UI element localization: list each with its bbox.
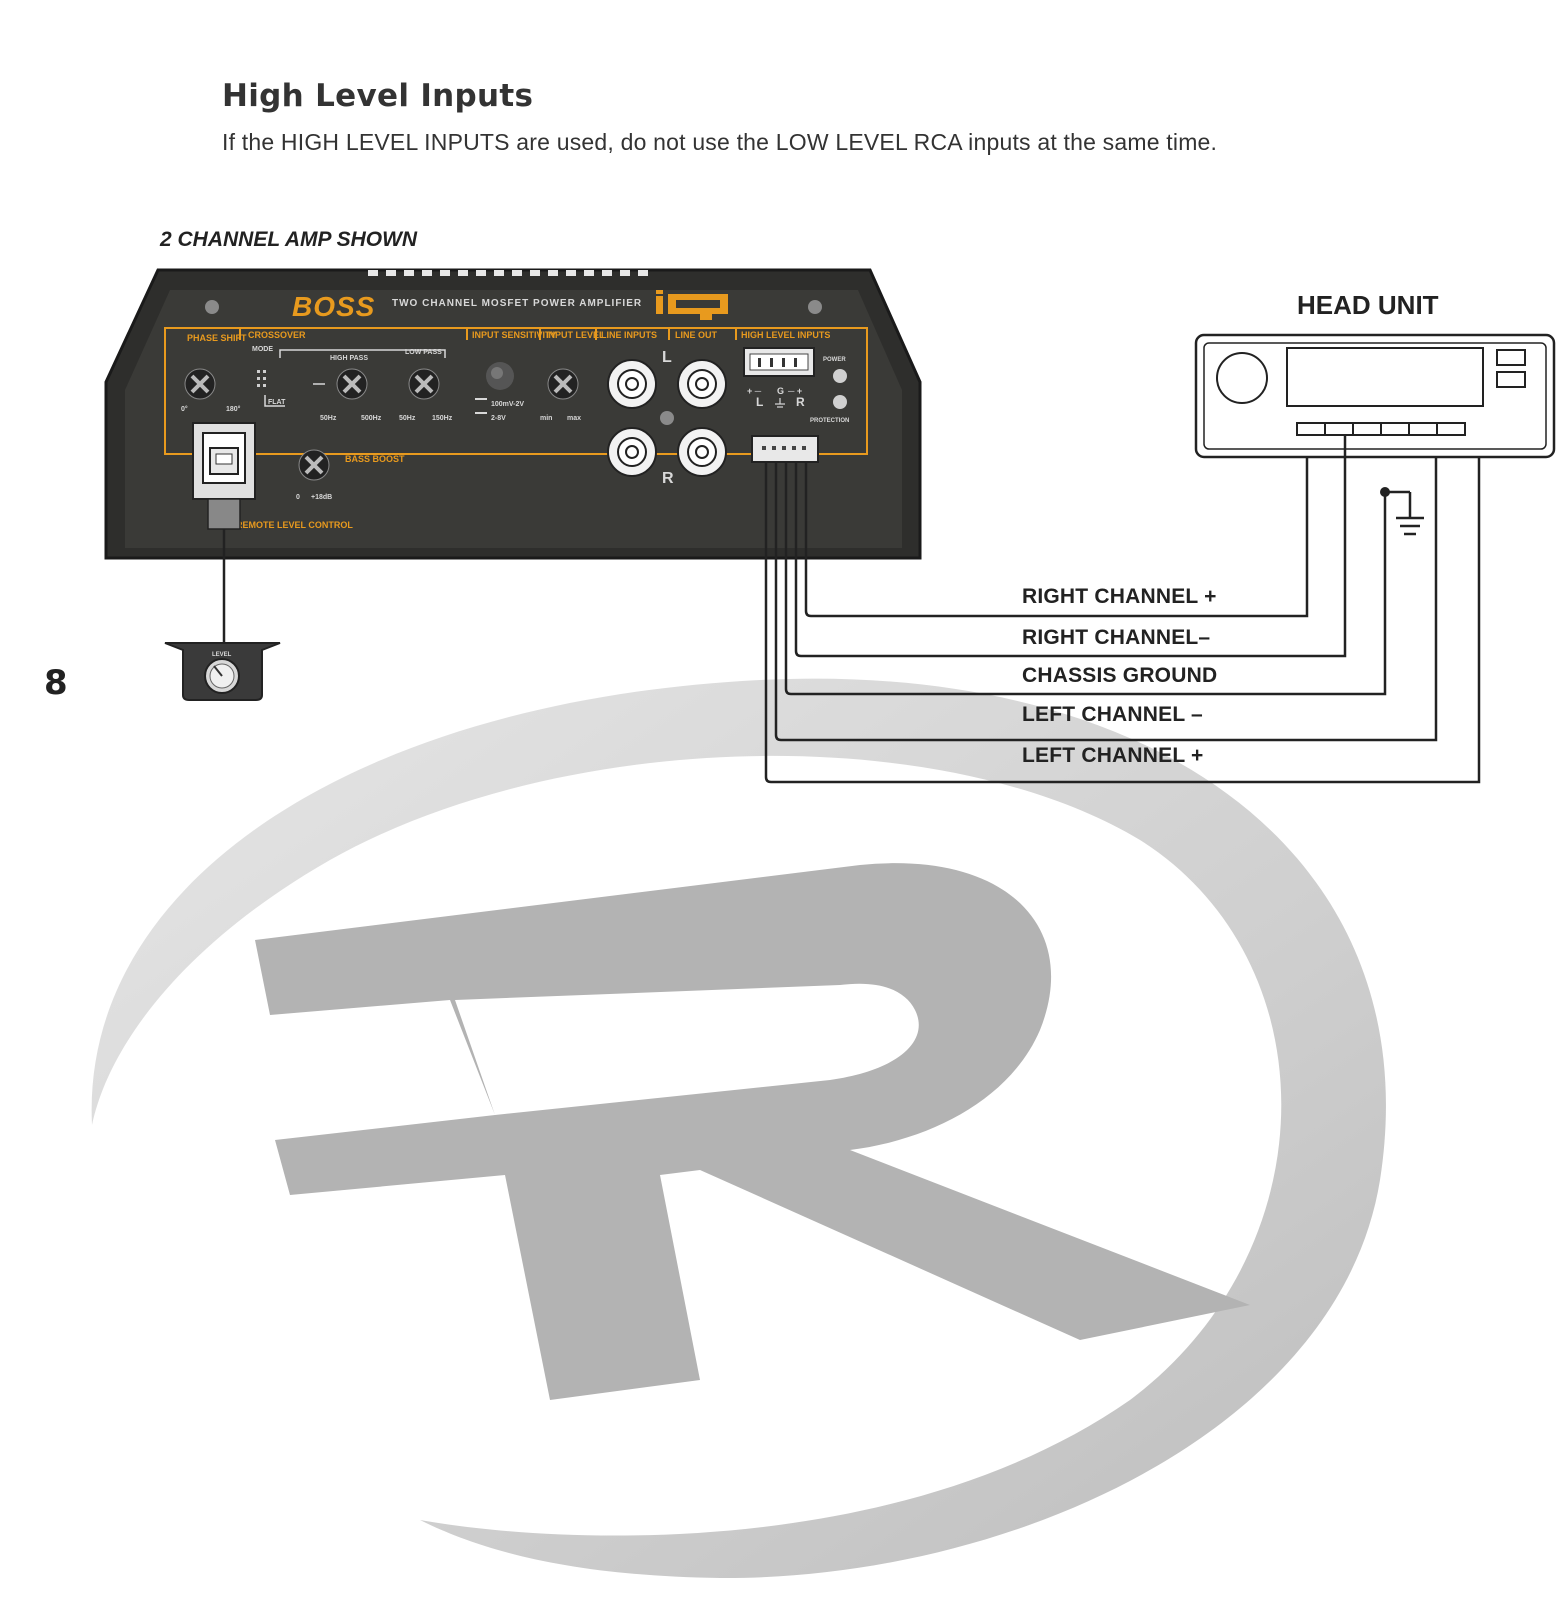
page-number: 8 [44,663,68,703]
head-unit-display [1286,347,1484,407]
hli-right-label: R [796,395,805,409]
label-low-pass: LOW PASS [405,349,442,356]
head-unit-button[interactable] [1496,349,1526,366]
remote-level-jack[interactable] [192,422,256,530]
rca-line-input-right[interactable] [607,427,657,477]
wire-junction-dot [1380,487,1390,497]
high-level-input-connector[interactable] [743,347,815,377]
amp-model-text: TWO CHANNEL MOSFET POWER AMPLIFIER [392,298,642,309]
wire-label-left-minus: LEFT CHANNEL – [1022,703,1203,726]
screw-icon [205,300,219,314]
iq-logo-icon [656,290,728,320]
screw-icon [808,300,822,314]
power-led-icon [833,369,847,383]
scale-phase-0: 0° [181,405,188,413]
scale-level-max: max [567,415,581,422]
chassis-ground-icon [1396,516,1424,536]
svg-text:─ +: ─ + [787,386,802,396]
bass-boost-knob[interactable] [298,449,330,481]
label-mode: MODE [252,346,273,353]
phase-shift-knob[interactable] [184,368,216,400]
wire-chassis-ground [784,492,1387,696]
wire-label-right-minus: RIGHT CHANNEL– [1022,626,1211,649]
amp-brand-logo: BOSS [292,291,375,322]
scale-hp-50: 50Hz [320,415,337,422]
screw-icon [660,411,674,425]
scale-sens-low: 100mV-2V [491,401,524,408]
rca-right-label: R [662,470,674,487]
low-pass-knob[interactable] [408,368,440,400]
mode-switch[interactable] [257,370,266,387]
input-level-knob[interactable] [547,368,579,400]
scale-phase-180: 180° [226,405,241,413]
label-flat: FLAT [268,399,286,406]
remote-level-control[interactable]: LEVEL [164,642,281,701]
svg-text:+ ─: + ─ [747,386,762,396]
control-panel [164,327,868,455]
label-input-level: INPUT LEVEL [546,330,605,340]
wire-right-plus [804,457,1309,618]
wire-left-plus [764,457,1481,784]
head-unit-button[interactable] [1496,371,1526,388]
input-sensitivity-knob[interactable] [486,362,514,390]
high-level-plug [751,435,819,463]
amplifier: BOSS TWO CHANNEL MOSFET POWER AMPLIFIER … [104,268,922,560]
scale-hp-500: 500Hz [361,415,382,422]
remote-level-label: LEVEL [212,652,232,658]
wire-left-minus [774,457,1438,742]
wire-label-right-plus: RIGHT CHANNEL + [1022,585,1217,608]
scale-sens-high: 2-8V [491,415,506,422]
rca-line-input-left[interactable] [607,359,657,409]
rca-line-out-left[interactable] [677,359,727,409]
rca-left-label: L [662,349,672,366]
amp-caption: 2 CHANNEL AMP SHOWN [160,228,418,251]
label-protection: PROTECTION [810,418,849,424]
label-line-inputs: LINE INPUTS [601,330,657,340]
label-line-out: LINE OUT [675,330,718,340]
wire-right-minus [794,435,1347,658]
label-remote-level-control: REMOTE LEVEL CONTROL [236,520,353,530]
protection-led-icon [833,395,847,409]
scale-boost-0: 0 [296,494,300,501]
high-pass-knob[interactable] [336,368,368,400]
scale-lp-50: 50Hz [399,415,416,422]
scale-level-min: min [540,415,552,422]
hli-ground-label: G [777,386,784,396]
label-input-sensitivity: INPUT SENSITIVITY [472,330,557,340]
label-bass-boost: BASS BOOST [345,454,405,464]
page-heading: High Level Inputs [222,78,534,114]
instruction-text: If the HIGH LEVEL INPUTS are used, do no… [222,129,1218,155]
head-unit-preset-buttons[interactable] [1296,422,1466,436]
label-power: POWER [823,357,846,363]
label-high-level-inputs: HIGH LEVEL INPUTS [741,330,830,340]
scale-boost-18: +18dB [311,494,332,501]
hli-left-label: L [756,395,763,409]
head-unit-title: HEAD UNIT [1297,290,1439,320]
wire-label-chassis-ground: CHASSIS GROUND [1022,664,1218,687]
head-unit-volume-knob[interactable] [1216,352,1268,404]
wire-harness [764,435,1481,784]
label-phase-shift: PHASE SHIFT [187,333,247,343]
rca-line-out-right[interactable] [677,427,727,477]
label-crossover: CROSSOVER [248,330,306,340]
label-high-pass: HIGH PASS [330,355,368,362]
scale-lp-150: 150Hz [432,415,453,422]
head-unit [1194,333,1556,459]
wire-label-left-plus: LEFT CHANNEL + [1022,744,1204,767]
ground-symbol-icon [775,398,785,408]
